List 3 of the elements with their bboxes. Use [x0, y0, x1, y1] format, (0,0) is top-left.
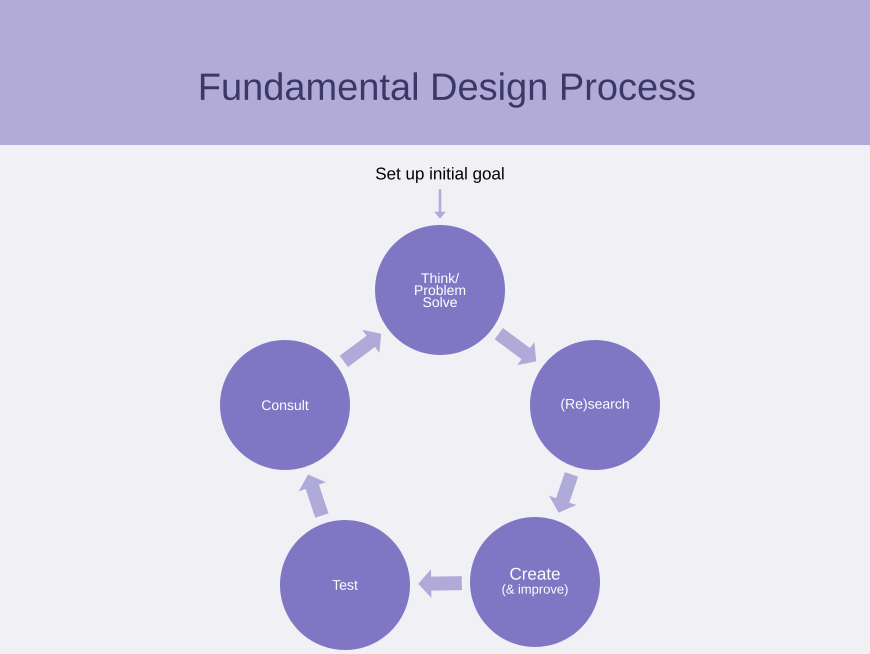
arrow: [340, 330, 382, 367]
title: Fundamental Design Process: [200, 72, 695, 108]
start-label: Set up initial goal: [376, 167, 504, 183]
